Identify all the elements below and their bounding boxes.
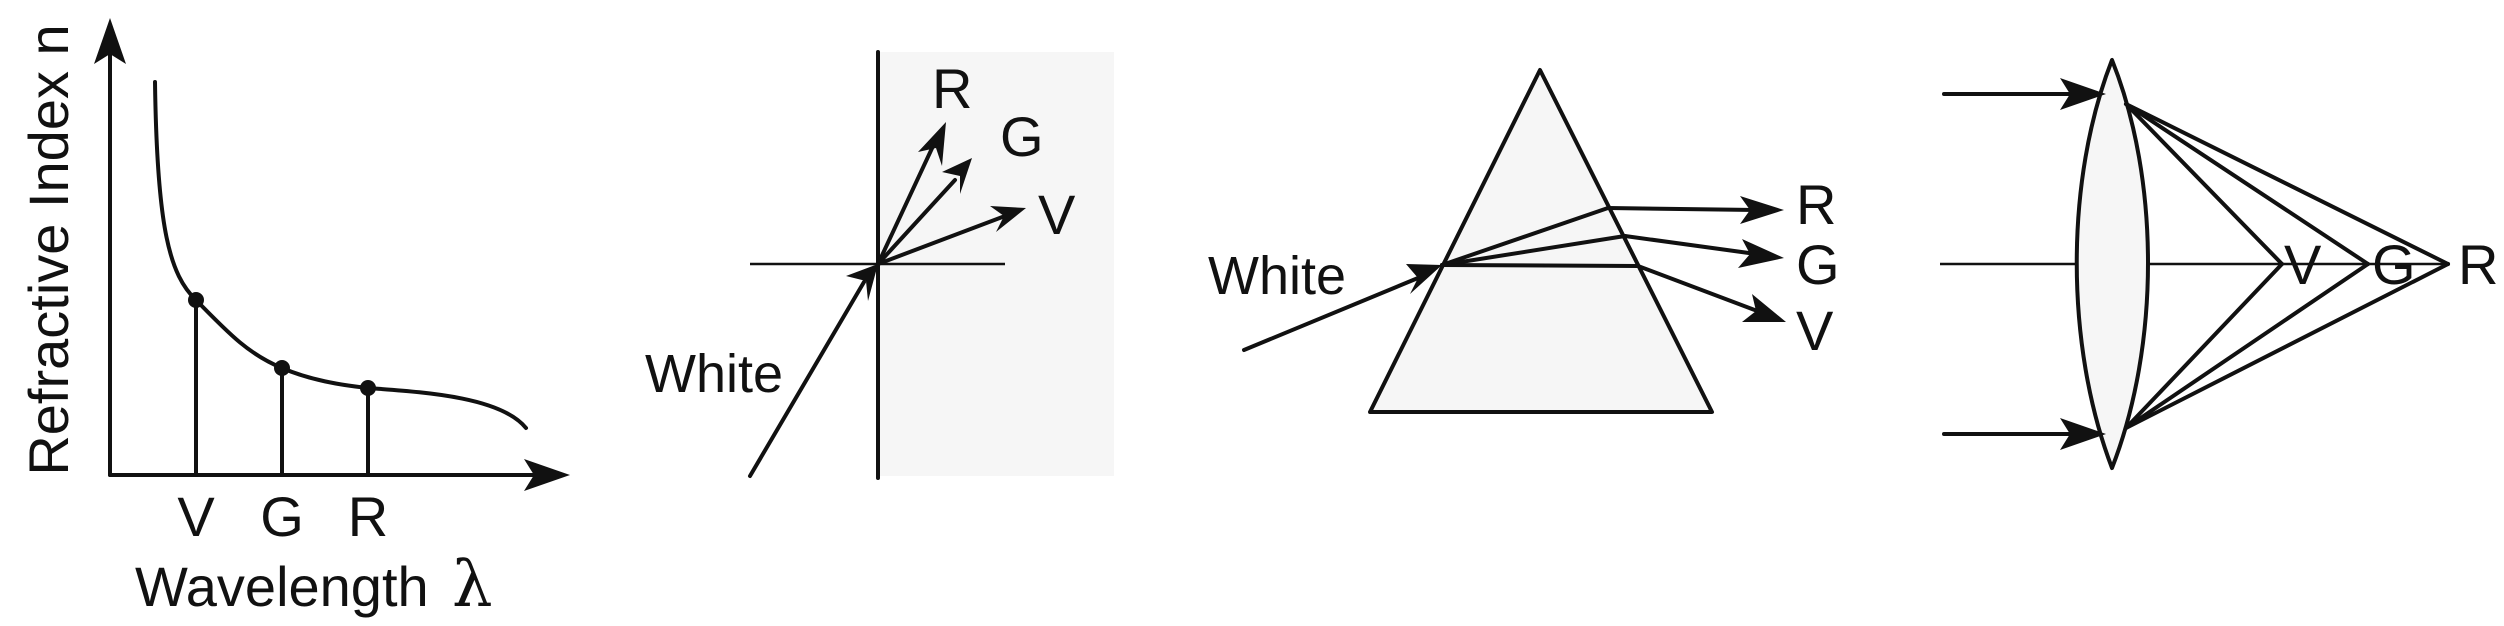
exit-ray-v	[1636, 264, 1762, 314]
panel-prism-dispersion: R G V White	[1208, 68, 1840, 414]
ray-v	[876, 214, 1007, 266]
ray-bottom-r	[2124, 262, 2450, 430]
ray-bottom-g	[2124, 262, 2370, 430]
ray-g	[876, 178, 957, 266]
y-axis-label: Refractive Index n	[17, 24, 80, 475]
incoming-ray-bottom-arrowhead	[2060, 418, 2106, 450]
ray-v-arrowhead	[990, 206, 1026, 232]
exit-ray-g	[1623, 234, 1758, 256]
incident-label: White	[645, 344, 783, 404]
y-axis-arrow	[94, 18, 126, 64]
x-axis-symbol: λ	[452, 548, 493, 622]
exit-ray-r-arrowhead	[1740, 196, 1784, 224]
ray-r	[876, 142, 936, 266]
x-axis-label: Wavelength	[135, 555, 429, 618]
focus-v-label: V	[2284, 233, 2322, 296]
panel-boundary-refraction: R G V White	[645, 50, 1114, 480]
convex-lens	[2074, 58, 2150, 470]
focus-g-label: G	[2372, 233, 2416, 296]
v-point	[188, 292, 204, 308]
dispersion-curve	[153, 80, 528, 430]
ray-v-label: V	[1796, 299, 1834, 362]
x-mark-g: G	[260, 485, 304, 548]
exit-ray-v-arrowhead	[1742, 294, 1786, 322]
incident-label: White	[1208, 246, 1346, 306]
panel-lens-aberration: V G R	[1940, 58, 2498, 470]
ray-r-arrowhead	[918, 122, 946, 166]
x-mark-r: R	[348, 485, 388, 548]
ray-top-v	[2124, 102, 2284, 266]
panel-dispersion-curve: V G R Wavelength λ Refractive Index n	[17, 18, 570, 622]
ray-r-label: R	[932, 57, 972, 120]
exit-ray-r	[1606, 206, 1758, 212]
ray-g-label: G	[1796, 233, 1840, 296]
exit-ray-g-arrowhead	[1738, 239, 1784, 268]
x-axis-arrow	[524, 459, 570, 491]
prism	[1368, 68, 1714, 414]
incident-arrowhead	[846, 264, 878, 301]
focus-r-label: R	[2458, 233, 2498, 296]
ray-bottom-v	[2124, 262, 2284, 430]
inner-ray-v	[1440, 263, 1640, 268]
ray-g-label: G	[1000, 105, 1044, 168]
incoming-ray-top-arrowhead	[2060, 78, 2106, 110]
incident-ray	[748, 280, 866, 478]
incident-ray	[1242, 276, 1420, 352]
x-mark-v: V	[177, 485, 215, 548]
ray-g-arrowhead	[942, 158, 972, 194]
g-point	[274, 360, 290, 376]
ray-top-g	[2124, 102, 2370, 266]
ray-top-r	[2124, 102, 2450, 266]
ray-v-label: V	[1038, 183, 1076, 246]
inner-ray-g	[1440, 234, 1627, 267]
ray-r-label: R	[1796, 173, 1836, 236]
inner-ray-r	[1440, 206, 1610, 267]
incident-arrowhead	[1406, 264, 1442, 294]
r-point	[360, 380, 376, 396]
